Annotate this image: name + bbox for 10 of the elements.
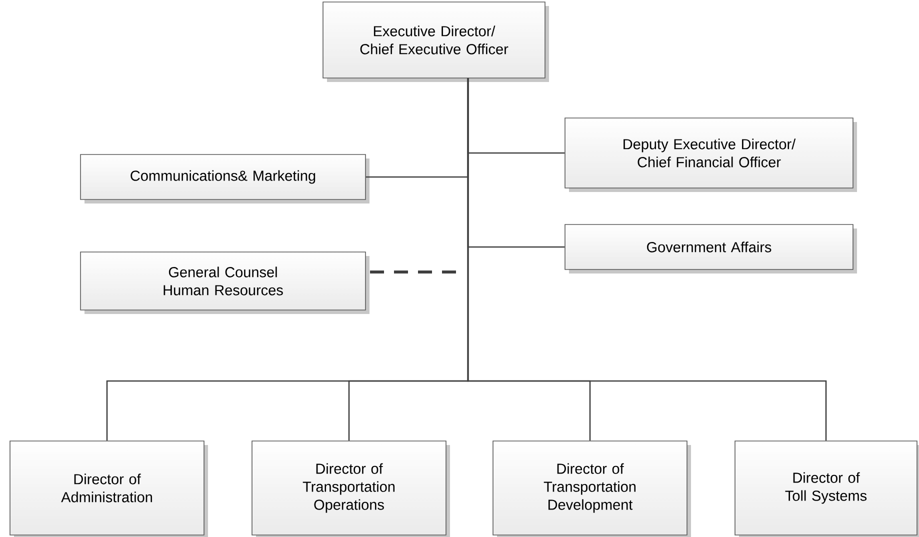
org-box: Executive Director/ Chief Executive Officer: [322, 2, 549, 82]
org-box: Communications& Marketing: [80, 154, 370, 204]
org-box: Director of Transportation Development: [492, 440, 691, 537]
org-box: Director of Toll Systems: [734, 440, 919, 537]
org-box: General Counsel Human Resources: [80, 252, 370, 314]
org-box: Government Affairs: [564, 224, 857, 274]
connector-line: [467, 78, 827, 441]
org-box: Director of Transportation Operations: [252, 440, 450, 537]
org-box: Deputy Executive Director/ Chief Financial Officer: [564, 118, 857, 192]
org-box: Director of Administration: [10, 440, 208, 537]
